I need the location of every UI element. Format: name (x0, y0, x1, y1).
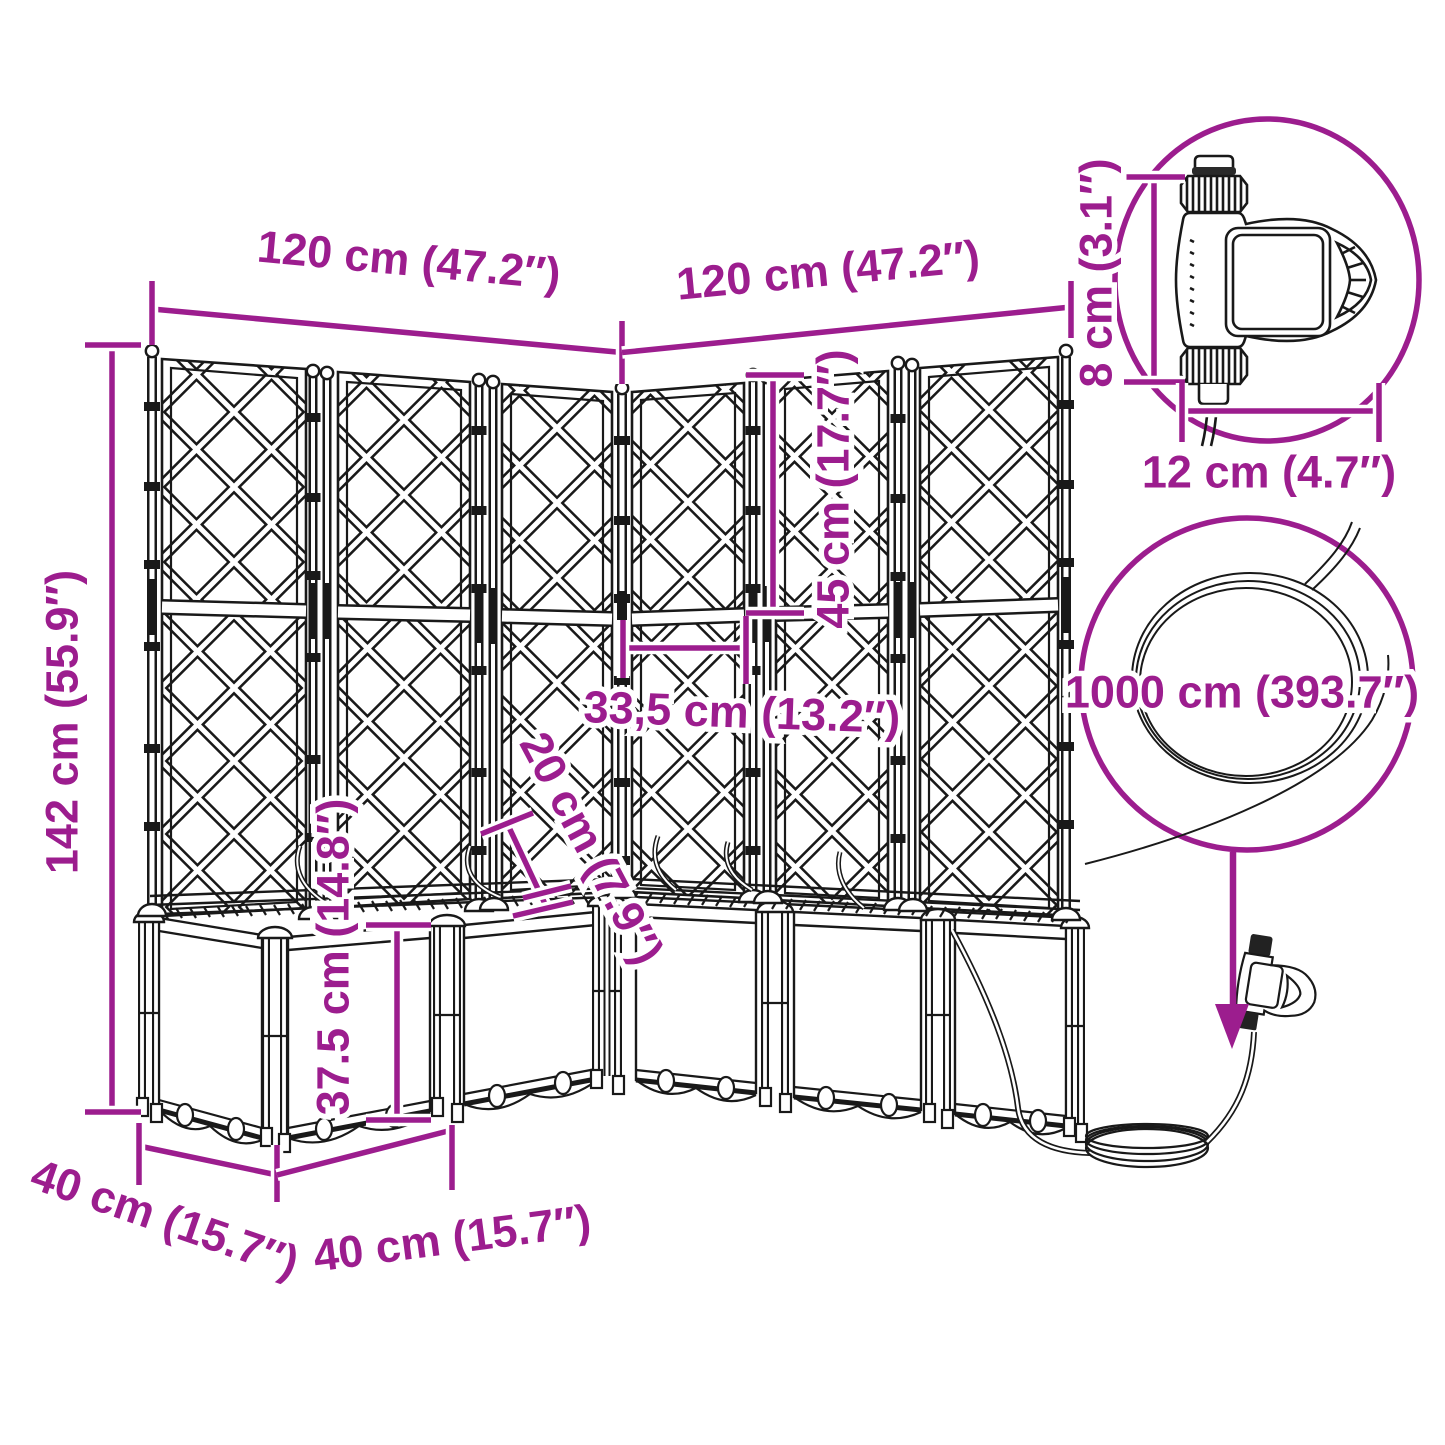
svg-text:1000 cm (393.7″): 1000 cm (393.7″) (1065, 667, 1419, 718)
svg-text:142 cm (55.9″): 142 cm (55.9″) (37, 570, 88, 874)
svg-text:45 cm (17.7″): 45 cm (17.7″) (808, 349, 859, 628)
svg-text:8 cm (3.1″): 8 cm (3.1″) (1071, 158, 1122, 387)
svg-text:12 cm (4.7″): 12 cm (4.7″) (1142, 447, 1396, 498)
svg-text:37.5 cm (14.8″): 37.5 cm (14.8″) (308, 799, 359, 1116)
